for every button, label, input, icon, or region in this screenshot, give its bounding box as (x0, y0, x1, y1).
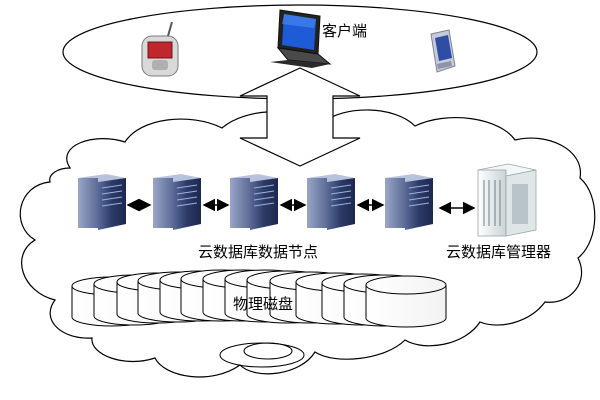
database-manager-label: 云数据库管理器 (446, 243, 552, 261)
client-cloud-arrow (239, 67, 361, 167)
server-node-1 (78, 174, 126, 230)
server-node-4 (307, 174, 355, 230)
server-node-3 (230, 174, 278, 230)
laptop-icon (270, 9, 332, 68)
physical-disks-label: 物理磁盘 (233, 295, 294, 313)
cloud-swirl (219, 342, 305, 368)
data-nodes-label: 云数据库数据节点 (198, 243, 319, 261)
disk-stack (71, 269, 447, 328)
pda-icon (430, 29, 456, 73)
database-manager-server (477, 163, 537, 237)
phone-icon (141, 21, 179, 77)
disk-14 (365, 275, 447, 328)
client-label: 客户端 (322, 22, 368, 40)
server-node-5 (385, 174, 433, 230)
server-node-2 (153, 174, 201, 230)
